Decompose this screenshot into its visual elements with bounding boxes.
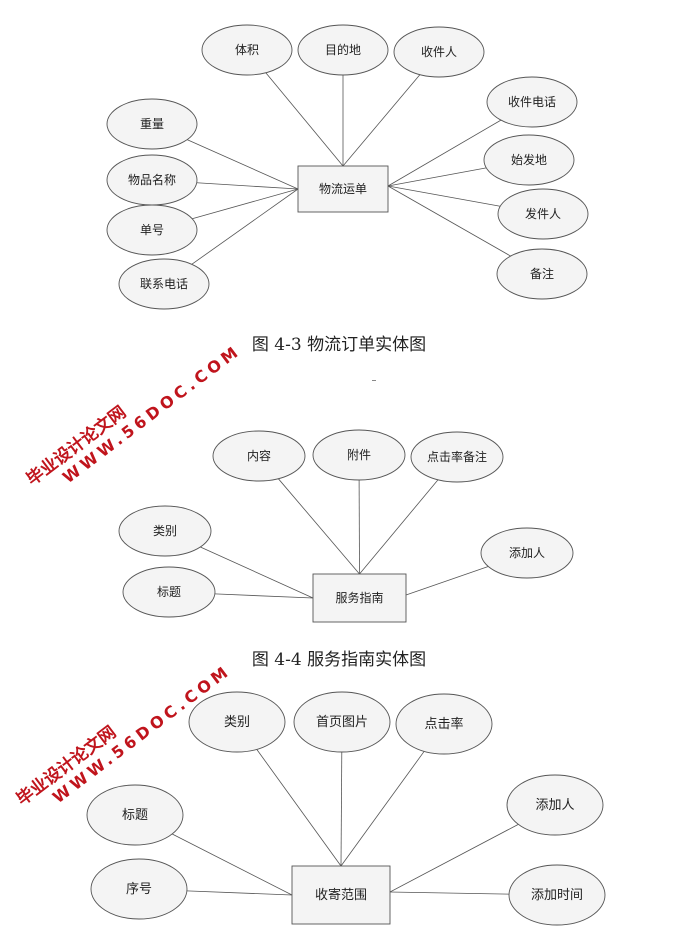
attribute-ellipse xyxy=(312,429,406,481)
caption-figure-4-4: 图 4-4 服务指南实体图 xyxy=(251,650,427,670)
attribute-label: 目的地 xyxy=(325,42,361,57)
attribute-label: 物品名称 xyxy=(128,172,176,187)
attribute-label: 标题 xyxy=(122,808,148,823)
attribute-label: 重量 xyxy=(140,117,164,131)
relationship-line xyxy=(196,182,299,190)
relationship-line xyxy=(191,188,299,265)
relationship-line xyxy=(192,188,299,220)
relationship-line xyxy=(200,546,314,599)
attribute-label: 点击率 xyxy=(424,716,463,732)
relationship-line xyxy=(405,566,489,596)
relationship-line xyxy=(389,823,519,893)
attribute-ellipse xyxy=(118,258,210,310)
attribute-ellipse xyxy=(293,691,391,753)
entity-box xyxy=(291,865,391,925)
attribute-label: 类别 xyxy=(224,715,250,730)
entity-label: 收寄范围 xyxy=(315,887,367,903)
attribute-ellipse xyxy=(486,76,578,128)
relationship-line xyxy=(342,74,421,167)
relationship-line xyxy=(387,185,511,257)
attribute-label: 联系电话 xyxy=(140,277,188,291)
attribute-ellipse xyxy=(188,691,286,753)
relationship-line xyxy=(186,890,293,896)
relationship-line xyxy=(340,751,425,867)
attribute-ellipse xyxy=(480,527,574,579)
attribute-label: 始发地 xyxy=(511,152,547,167)
attribute-label: 内容 xyxy=(247,448,271,463)
entity-label: 物流运单 xyxy=(319,182,367,196)
attribute-ellipse xyxy=(212,430,306,482)
attribute-ellipse xyxy=(86,784,184,846)
attribute-label: 首页图片 xyxy=(316,715,368,730)
divider-mark xyxy=(372,380,376,381)
caption-figure-4-3: 图 4-3 物流订单实体图 xyxy=(251,335,427,355)
attribute-ellipse xyxy=(410,431,504,483)
relationship-line xyxy=(214,593,314,599)
relationship-line xyxy=(340,751,343,867)
relationship-line xyxy=(278,478,360,575)
relationship-line xyxy=(387,167,487,187)
attribute-ellipse xyxy=(106,204,198,256)
attribute-ellipse xyxy=(90,858,188,920)
attribute-ellipse xyxy=(393,26,485,78)
attribute-label: 单号 xyxy=(140,223,164,237)
attribute-ellipse xyxy=(497,188,589,240)
relationship-line xyxy=(389,891,510,895)
entity-label: 服务指南 xyxy=(335,590,383,605)
attribute-label: 收件电话 xyxy=(508,95,556,109)
attribute-ellipse xyxy=(483,134,575,186)
relationship-line xyxy=(256,749,342,867)
relationship-line xyxy=(387,119,502,187)
attribute-ellipse xyxy=(106,98,198,150)
attribute-ellipse xyxy=(122,566,216,618)
attribute-ellipse xyxy=(118,505,212,557)
attribute-label: 发件人 xyxy=(525,206,561,221)
attribute-label: 标题 xyxy=(157,585,181,599)
attribute-ellipse xyxy=(297,24,389,76)
attribute-ellipse xyxy=(506,774,604,836)
attribute-ellipse xyxy=(201,24,293,76)
relationship-line xyxy=(265,72,344,167)
attribute-label: 附件 xyxy=(347,448,371,462)
attribute-ellipse xyxy=(496,248,588,300)
attribute-label: 类别 xyxy=(153,524,177,538)
relationship-line xyxy=(359,479,439,575)
attribute-label: 点击率备注 xyxy=(427,449,487,464)
attribute-label: 收件人 xyxy=(421,45,457,59)
relationship-line xyxy=(172,833,293,896)
attribute-label: 体积 xyxy=(235,43,259,57)
attribute-label: 添加人 xyxy=(535,798,574,813)
relationship-line xyxy=(387,185,501,207)
attribute-ellipse xyxy=(395,693,493,755)
relationship-line xyxy=(186,139,299,190)
attribute-label: 序号 xyxy=(126,882,152,897)
entity-box xyxy=(297,165,389,213)
attribute-ellipse xyxy=(508,864,606,926)
attribute-label: 添加人 xyxy=(509,546,545,560)
attribute-label: 备注 xyxy=(530,266,554,281)
attribute-label: 添加时间 xyxy=(531,888,583,903)
entity-box xyxy=(312,573,407,623)
